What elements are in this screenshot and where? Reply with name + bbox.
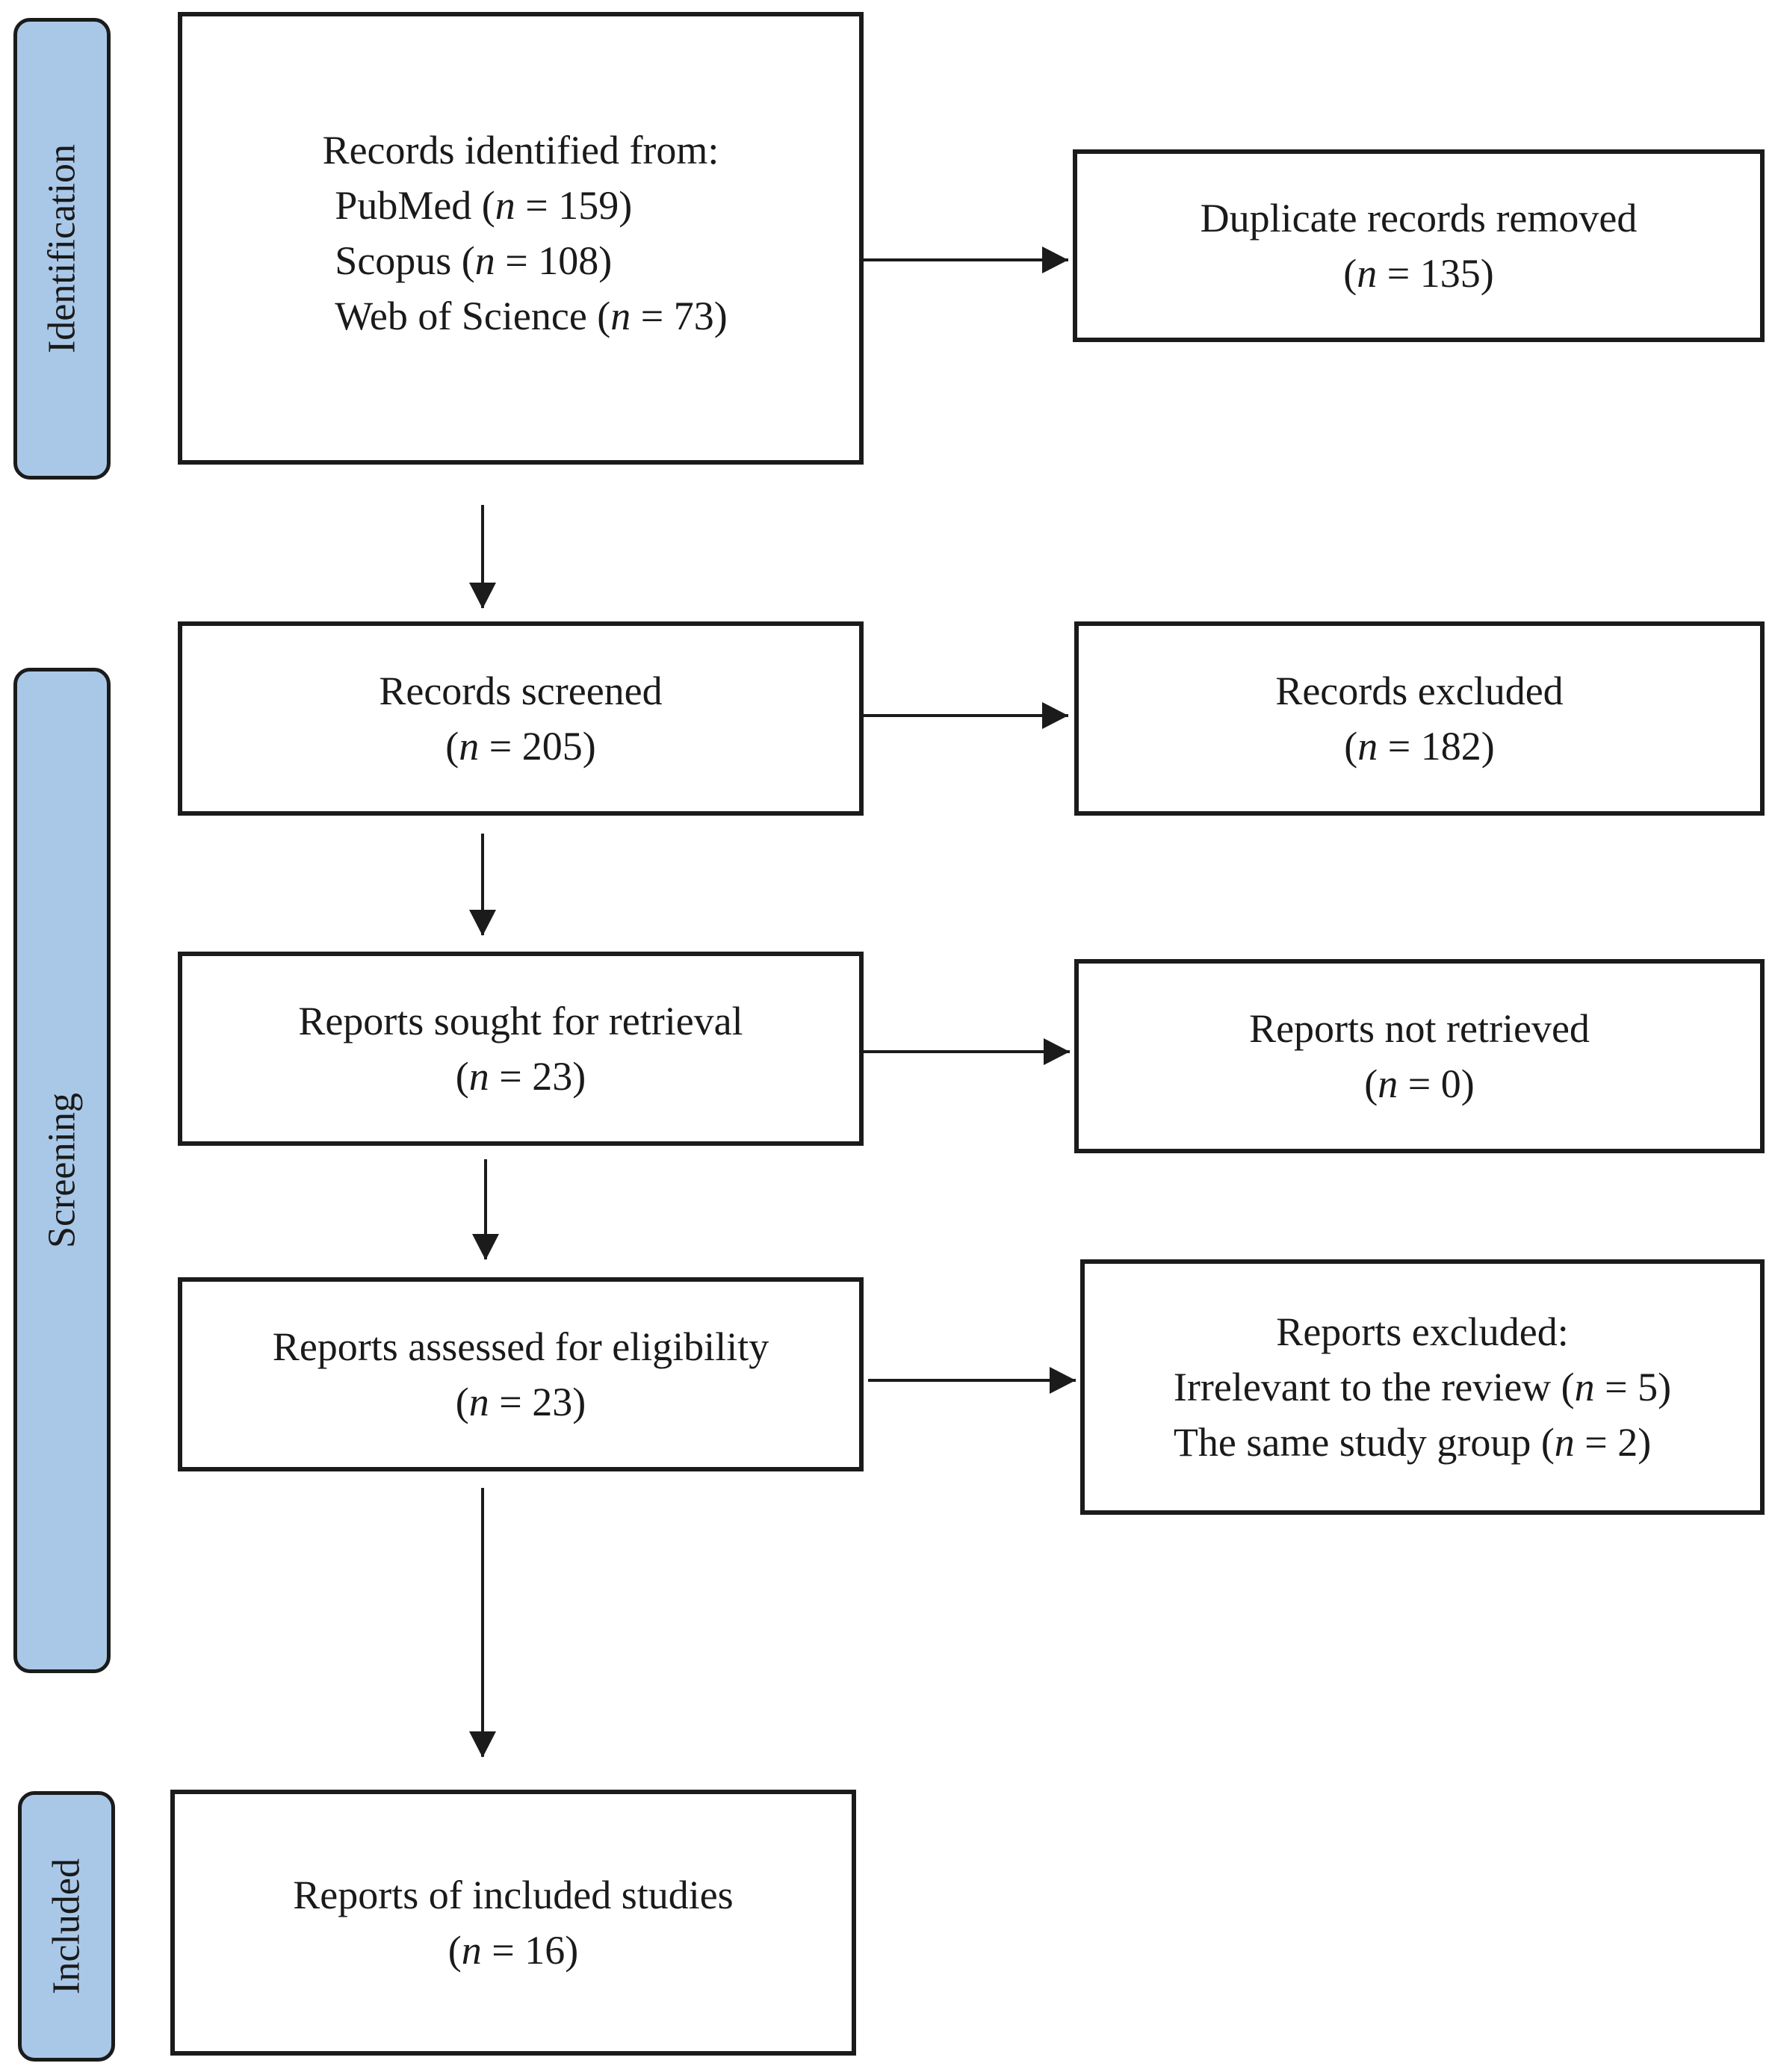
arrow-to-sought-head	[469, 910, 496, 936]
reports-not-retrieved-title: Reports not retrieved	[1249, 1006, 1590, 1051]
records-identified-box: Records identified from: PubMed (n = 159…	[178, 12, 864, 465]
arrow-to-assessed-head	[472, 1234, 499, 1260]
source-scopus: Scopus (n = 108)	[335, 238, 613, 283]
records-excluded-box: Records excluded (n = 182)	[1074, 621, 1765, 816]
arrow-to-not-retrieved-head	[1044, 1038, 1070, 1065]
reports-assessed-box: Reports assessed for eligibility (n = 23…	[178, 1277, 864, 1471]
reports-assessed-count: (n = 23)	[455, 1380, 586, 1424]
reports-excluded-title: Reports excluded:	[1276, 1309, 1569, 1354]
reports-not-retrieved-box: Reports not retrieved (n = 0)	[1074, 959, 1765, 1153]
reports-sought-title: Reports sought for retrieval	[298, 999, 743, 1043]
phase-identification: Identification	[13, 18, 111, 480]
reason-same-study-group: The same study group (n = 2)	[1173, 1420, 1652, 1465]
reason-irrelevant: Irrelevant to the review (n = 5)	[1173, 1365, 1672, 1409]
included-studies-box: Reports of included studies (n = 16)	[170, 1790, 856, 2056]
arrow-to-included-head	[469, 1731, 496, 1758]
reports-not-retrieved-count: (n = 0)	[1364, 1061, 1475, 1106]
reports-excluded-box: Reports excluded: Irrelevant to the revi…	[1080, 1259, 1765, 1515]
source-pubmed: PubMed (n = 159)	[335, 183, 633, 228]
included-studies-count: (n = 16)	[447, 1928, 579, 1973]
duplicates-removed-box: Duplicate records removed (n = 135)	[1073, 149, 1765, 342]
duplicates-removed-count: (n = 135)	[1343, 251, 1494, 296]
records-excluded-title: Records excluded	[1275, 669, 1564, 713]
arrow-to-records-excluded-head	[1042, 702, 1068, 729]
records-screened-title: Records screened	[379, 669, 663, 713]
reports-assessed-title: Reports assessed for eligibility	[272, 1324, 769, 1369]
duplicates-removed-title: Duplicate records removed	[1200, 196, 1638, 241]
source-web-of-science: Web of Science (n = 73)	[335, 294, 728, 338]
reports-sought-count: (n = 23)	[455, 1054, 586, 1099]
records-screened-count: (n = 205)	[445, 724, 596, 769]
phase-included: Included	[18, 1791, 115, 2062]
arrow-to-duplicates-head	[1042, 246, 1068, 273]
reports-sought-box: Reports sought for retrieval (n = 23)	[178, 952, 864, 1146]
arrow-to-screened-head	[469, 583, 496, 609]
records-screened-box: Records screened (n = 205)	[178, 621, 864, 816]
records-excluded-count: (n = 182)	[1344, 724, 1495, 769]
arrow-to-reports-excluded-head	[1050, 1367, 1076, 1394]
included-studies-title: Reports of included studies	[293, 1873, 734, 1917]
records-identified-title: Records identified from:	[322, 128, 719, 173]
phase-screening: Screening	[13, 668, 111, 1673]
